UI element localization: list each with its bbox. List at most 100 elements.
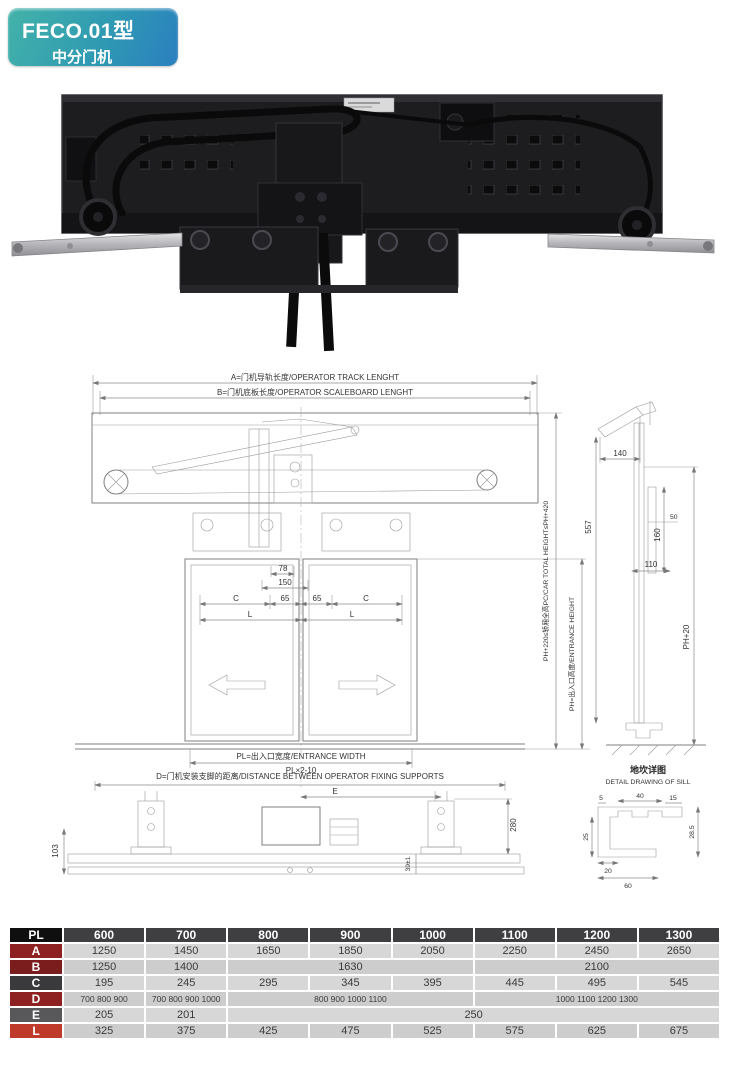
sill-dim-40: 40 xyxy=(636,793,644,800)
dim-150: 150 xyxy=(278,578,292,587)
dim-supports-distance: D=门机安装支脚的距离/DISTANCE BETWEEN OPERATOR FI… xyxy=(156,771,444,781)
photo-svg xyxy=(11,94,715,352)
product-type: 中分门机 xyxy=(52,49,113,66)
table-header-row: PL 600 700 800 900 1000 1100 1200 1300 xyxy=(8,926,722,944)
spec-cell: 625 xyxy=(554,1022,639,1040)
supports-view: D=门机安装支脚的距离/DISTANCE BETWEEN OPERATOR FI… xyxy=(51,771,525,875)
dim-280: 280 xyxy=(509,818,518,832)
spec-cell: 2250 xyxy=(472,942,557,960)
col-header: 700 xyxy=(144,926,229,944)
row-label-a: A xyxy=(8,942,64,960)
row-label-d: D xyxy=(8,990,64,1008)
dim-160: 160 xyxy=(653,528,662,542)
spec-cell: 700 800 900 1000 xyxy=(144,990,229,1008)
product-model: FECO.01型 xyxy=(22,20,135,43)
dim-557: 557 xyxy=(584,520,593,534)
dim-e: E xyxy=(332,787,337,796)
dim-track-length: A=门机导轨长度/OPERATOR TRACK LENGHT xyxy=(231,372,399,382)
technical-drawings: A=门机导轨长度/OPERATOR TRACK LENGHT B=门机底板长度/… xyxy=(0,367,729,907)
spec-cell: 295 xyxy=(226,974,311,992)
spec-cell: 475 xyxy=(308,1022,393,1040)
dim-ph20: PH+20 xyxy=(682,624,691,649)
dim-39: 39±1 xyxy=(405,856,412,871)
height-dimensions: PH+220≤轿厢全高PC/CAR TOTAL HEIGHT≤PH+420 PH… xyxy=(417,412,590,750)
row-label-c: C xyxy=(8,974,64,992)
nameplate-label xyxy=(343,97,395,113)
sill-dim-28-5: 28.5 xyxy=(689,825,696,838)
spec-cell: 325 xyxy=(61,1022,147,1040)
side-view: 140 557 160 50 110 PH+20 xyxy=(584,401,706,756)
col-header: 600 xyxy=(61,926,147,944)
dim-110: 110 xyxy=(645,560,658,569)
dim-c-right: C xyxy=(363,594,369,603)
spec-table: PL 600 700 800 900 1000 1100 1200 1300 A… xyxy=(8,926,722,1040)
spec-cell: 525 xyxy=(390,1022,475,1040)
spec-cell: 375 xyxy=(144,1022,229,1040)
spec-cell: 495 xyxy=(554,974,639,992)
drive-belt xyxy=(82,105,653,225)
col-header: 1200 xyxy=(554,926,639,944)
spec-cell: 1400 xyxy=(144,958,229,976)
spec-cell: 1650 xyxy=(226,942,311,960)
spec-cell: 675 xyxy=(636,1022,722,1040)
spec-cell: 1630 xyxy=(226,958,475,976)
door-hangers xyxy=(179,226,459,293)
dim-entrance-width: PL=出入口宽度/ENTRANCE WIDTH xyxy=(236,751,365,761)
spec-cell: 1450 xyxy=(144,942,229,960)
dim-65-left: 65 xyxy=(281,594,290,603)
spec-cell: 545 xyxy=(636,974,722,992)
col-header: 900 xyxy=(308,926,393,944)
sill-title-cn: 地坎详图 xyxy=(630,764,666,775)
dim-pl-formula: PL×2-10 xyxy=(286,766,317,775)
table-row-b: B 1250 1400 1630 2100 xyxy=(8,958,722,976)
table-row-d: D 700 800 900 700 800 900 1000 800 900 1… xyxy=(8,990,722,1008)
table-row-c: C 195 245 295 345 395 445 495 545 xyxy=(8,974,722,992)
dim-l-right: L xyxy=(350,610,355,619)
dim-entrance-height: PH=出入口高度/ENTRANCE HEIGHT xyxy=(567,597,576,711)
front-view: A=门机导轨长度/OPERATOR TRACK LENGHT B=门机底板长度/… xyxy=(75,372,539,787)
spec-cell: 205 xyxy=(61,1006,147,1024)
dim-board-length: B=门机底板长度/OPERATOR SCALEBOARD LENGHT xyxy=(217,387,413,397)
sill-title-en: DETAIL DRAWING OF SILL xyxy=(606,779,691,786)
dim-50: 50 xyxy=(670,514,678,521)
table-row-l: L 325 375 425 475 525 575 625 675 xyxy=(8,1022,722,1040)
col-header-pl: PL xyxy=(8,926,64,944)
product-badge: FECO.01型 中分门机 xyxy=(8,8,178,66)
spec-cell: 1850 xyxy=(308,942,393,960)
spec-cell: 395 xyxy=(390,974,475,992)
spec-cell: 2650 xyxy=(636,942,722,960)
row-label-l: L xyxy=(8,1022,64,1040)
spec-cell: 195 xyxy=(61,974,147,992)
dim-car-total-height: PH+220≤轿厢全高PC/CAR TOTAL HEIGHT≤PH+420 xyxy=(541,501,550,661)
row-label-b: B xyxy=(8,958,64,976)
spec-cell: 700 800 900 xyxy=(61,990,147,1008)
product-photo xyxy=(0,85,729,367)
sill-dim-15: 15 xyxy=(669,795,677,802)
spec-cell: 245 xyxy=(144,974,229,992)
col-header: 800 xyxy=(226,926,311,944)
row-label-e: E xyxy=(8,1006,64,1024)
col-header: 1000 xyxy=(390,926,475,944)
sill-dim-5: 5 xyxy=(599,795,603,802)
table-row-a: A 1250 1450 1650 1850 2050 2250 2450 265… xyxy=(8,942,722,960)
spec-cell: 445 xyxy=(472,974,557,992)
spec-cell: 1250 xyxy=(61,958,147,976)
spec-cell: 2450 xyxy=(554,942,639,960)
table-row-e: E 205 201 250 xyxy=(8,1006,721,1024)
spec-cell: 800 900 1000 1100 xyxy=(226,990,475,1008)
sill-dim-60: 60 xyxy=(624,883,632,890)
dim-c-left: C xyxy=(233,594,239,603)
sill-dim-20: 20 xyxy=(604,868,612,875)
dim-78: 78 xyxy=(279,564,288,573)
col-header: 1300 xyxy=(636,926,722,944)
spec-cell: 250 xyxy=(226,1006,721,1024)
car-sills xyxy=(11,232,715,257)
door-open-arrow-left xyxy=(208,674,266,696)
spec-cell: 2050 xyxy=(390,942,475,960)
spec-cell: 575 xyxy=(472,1022,557,1040)
spec-cell: 2100 xyxy=(472,958,722,976)
door-open-arrow-right xyxy=(338,674,396,696)
pulleys xyxy=(79,198,656,244)
sill-dim-25: 25 xyxy=(583,833,590,841)
spec-cell: 425 xyxy=(226,1022,311,1040)
